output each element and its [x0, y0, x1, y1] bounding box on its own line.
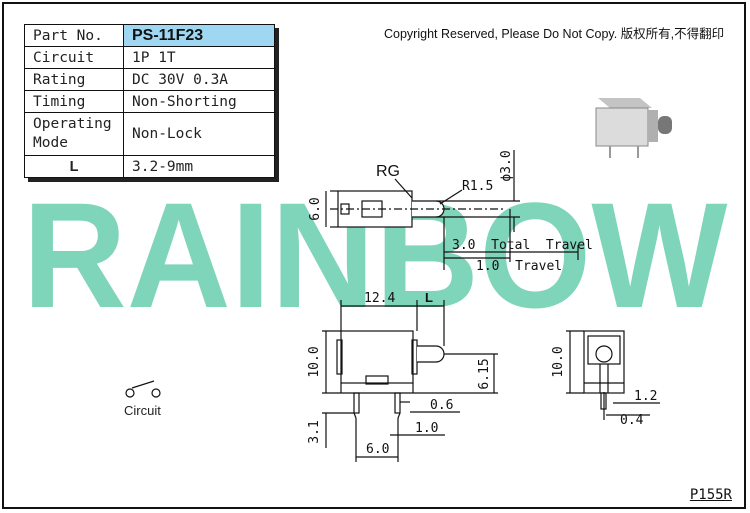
- spec-table: Part No. PS-11F23 Circuit 1P 1T Rating D…: [24, 24, 275, 178]
- end-view: [566, 330, 660, 420]
- dim-radius: R1.5: [462, 179, 493, 194]
- spec-row-circuit: Circuit 1P 1T: [24, 46, 275, 69]
- switch-circuit-symbol: [125, 380, 161, 398]
- dim-pin-pitch: 6.0: [366, 442, 389, 457]
- dim-end-height: 10.0: [551, 346, 566, 377]
- page-code: P155R: [689, 487, 732, 503]
- dim-end-a: 1.2: [634, 389, 657, 404]
- spec-value-circuit: 1P 1T: [123, 46, 275, 69]
- dim-travel: 1.0 Travel: [476, 259, 562, 274]
- label-rg: RG: [376, 163, 400, 180]
- spec-row-timing: Timing Non-Shorting: [24, 90, 275, 113]
- dim-pin-length: 3.1: [307, 420, 322, 443]
- spec-label-operating-mode: Operating Mode: [24, 112, 124, 156]
- dim-pin-width: 0.6: [430, 398, 453, 413]
- spec-value-l: 3.2-9mm: [123, 155, 275, 178]
- spec-value-timing: Non-Shorting: [123, 90, 275, 113]
- copyright-notice: Copyright Reserved, Please Do Not Copy. …: [384, 27, 725, 41]
- dim-diameter: ϕ3.0: [499, 150, 514, 181]
- dim-side-height: 10.0: [307, 346, 322, 377]
- spec-row-l: L 3.2-9mm: [24, 155, 275, 178]
- spec-label-rating: Rating: [24, 68, 124, 91]
- dim-l: L: [425, 290, 433, 305]
- product-photo: [595, 98, 672, 158]
- dim-end-b: 0.4: [620, 413, 644, 428]
- top-view: [325, 150, 579, 270]
- dim-body-width: 12.4: [364, 291, 395, 306]
- circuit-label: Circuit: [124, 403, 161, 418]
- dim-top-height: 6.0: [308, 197, 323, 220]
- dim-total-travel: 3.0 Total Travel: [452, 238, 593, 253]
- spec-label-part-no: Part No.: [24, 24, 124, 47]
- side-view: [322, 300, 498, 462]
- dim-pin-offset: 6.15: [477, 358, 492, 389]
- dim-pin-thickness: 1.0: [415, 421, 438, 436]
